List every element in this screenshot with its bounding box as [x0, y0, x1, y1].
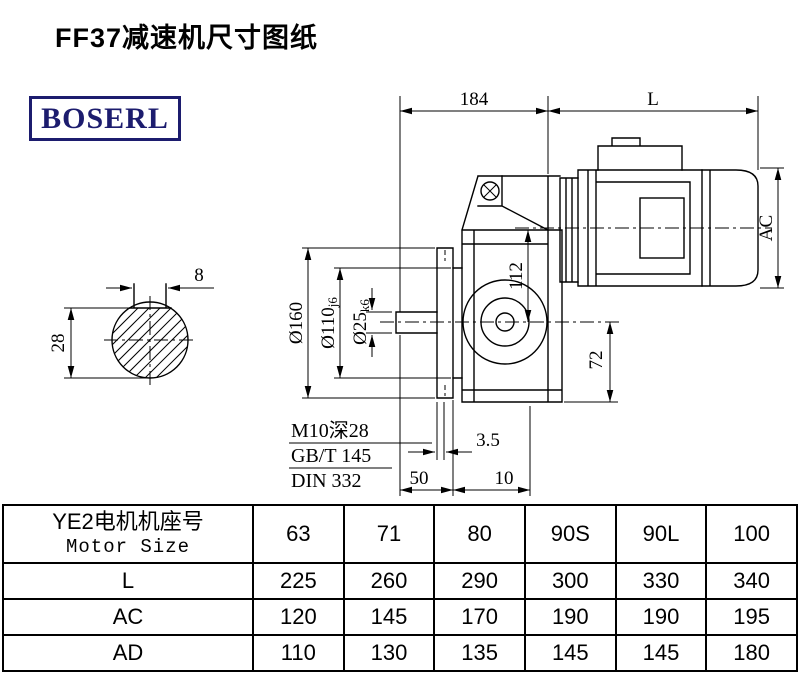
table-cell: 300	[523, 562, 617, 600]
table-cell: 260	[342, 562, 436, 600]
table-cell: 180	[705, 634, 798, 672]
dim-text-AC: AC	[756, 215, 777, 241]
row-label: AC	[2, 598, 254, 636]
size-column-header: 63	[252, 504, 345, 564]
table-cell: 170	[433, 598, 526, 636]
table-cell: 130	[342, 634, 436, 672]
dim-110-tolerance: j6	[325, 297, 340, 309]
table-header-row: YE2电机机座号 Motor Size 63 71 80 90S 90L 100	[2, 504, 798, 564]
dim-25-tolerance: k6	[357, 299, 372, 313]
size-column-header: 90L	[614, 504, 708, 564]
note-gbt145: GB/T 145	[291, 445, 371, 467]
input-cover-screw	[480, 181, 500, 201]
dim-text-L: L	[647, 89, 659, 110]
size-column-header: 90S	[523, 504, 617, 564]
top-dimensions: 184 L	[399, 89, 759, 312]
dim-text-184: 184	[460, 89, 489, 110]
table-row-AC: AC 120 145 170 190 190 195	[2, 598, 798, 636]
flange-plate	[436, 247, 454, 399]
dim-text-pilot-dia: Ø110j6	[318, 297, 340, 349]
size-column-header: 100	[705, 504, 798, 564]
note-tap-hole: M10深28	[291, 419, 369, 442]
table-cell: 190	[523, 598, 617, 636]
dim-110-value: Ø110	[318, 307, 339, 349]
table-cell: 135	[433, 634, 526, 672]
dim-text-112: 112	[506, 262, 527, 290]
page-title: FF37减速机尺寸图纸	[55, 23, 319, 53]
bottom-dimensions: M10深28 GB/T 145 DIN 332 3.5 50 10	[289, 335, 531, 496]
dim-text-key-width: 8	[194, 265, 204, 286]
table-cell: 145	[614, 634, 708, 672]
output-shaft	[395, 311, 438, 334]
row-label: L	[2, 562, 254, 600]
motor-size-label-en: Motor Size	[65, 535, 191, 558]
dim-text-key-depth: 28	[48, 334, 69, 353]
size-column-header: 71	[342, 504, 436, 564]
motor-size-label-cn: YE2电机机座号	[52, 509, 204, 535]
table-cell: 225	[252, 562, 345, 600]
terminal-box	[597, 137, 683, 171]
section-centerlines	[104, 296, 196, 386]
dim-text-flange-od: Ø160	[286, 302, 307, 344]
table-cell: 190	[614, 598, 708, 636]
dimension-table: YE2电机机座号 Motor Size 63 71 80 90S 90L 100…	[2, 504, 798, 672]
table-row-AD: AD 110 130 135 145 145 180	[2, 634, 798, 672]
table-cell: 145	[523, 634, 617, 672]
table-cell: 120	[252, 598, 345, 636]
table-cell: 290	[433, 562, 526, 600]
brand-logo: BOSERL	[29, 96, 181, 141]
technical-drawing: 8 28 184 L AC 112	[48, 89, 784, 496]
table-cell: 145	[342, 598, 436, 636]
dim-25-value: Ø25	[350, 312, 371, 345]
table-cell: 110	[252, 634, 345, 672]
dim-text-10: 10	[495, 468, 514, 489]
motor-size-header-cell: YE2电机机座号 Motor Size	[2, 504, 254, 564]
table-cell: 195	[705, 598, 798, 636]
dim-text-50: 50	[410, 468, 429, 489]
shaft-section-view: 8 28	[48, 265, 214, 386]
flange-pilot	[452, 267, 463, 379]
dim-text-shaft-dia: Ø25k6	[350, 299, 372, 345]
row-label: AD	[2, 634, 254, 672]
note-din332: DIN 332	[291, 470, 362, 492]
gearbox-outline: 112 72	[461, 175, 618, 403]
size-column-header: 80	[433, 504, 526, 564]
table-cell: 340	[705, 562, 798, 600]
motor-outline: AC	[515, 137, 784, 289]
dim-text-72: 72	[586, 351, 607, 370]
table-row-L: L 225 260 290 300 330 340	[2, 562, 798, 600]
table-cell: 330	[614, 562, 708, 600]
section-hatching	[112, 308, 189, 378]
output-flange-shaft: Ø160 Ø110j6 Ø25k6	[286, 247, 622, 399]
dim-text-3-5: 3.5	[476, 430, 500, 451]
